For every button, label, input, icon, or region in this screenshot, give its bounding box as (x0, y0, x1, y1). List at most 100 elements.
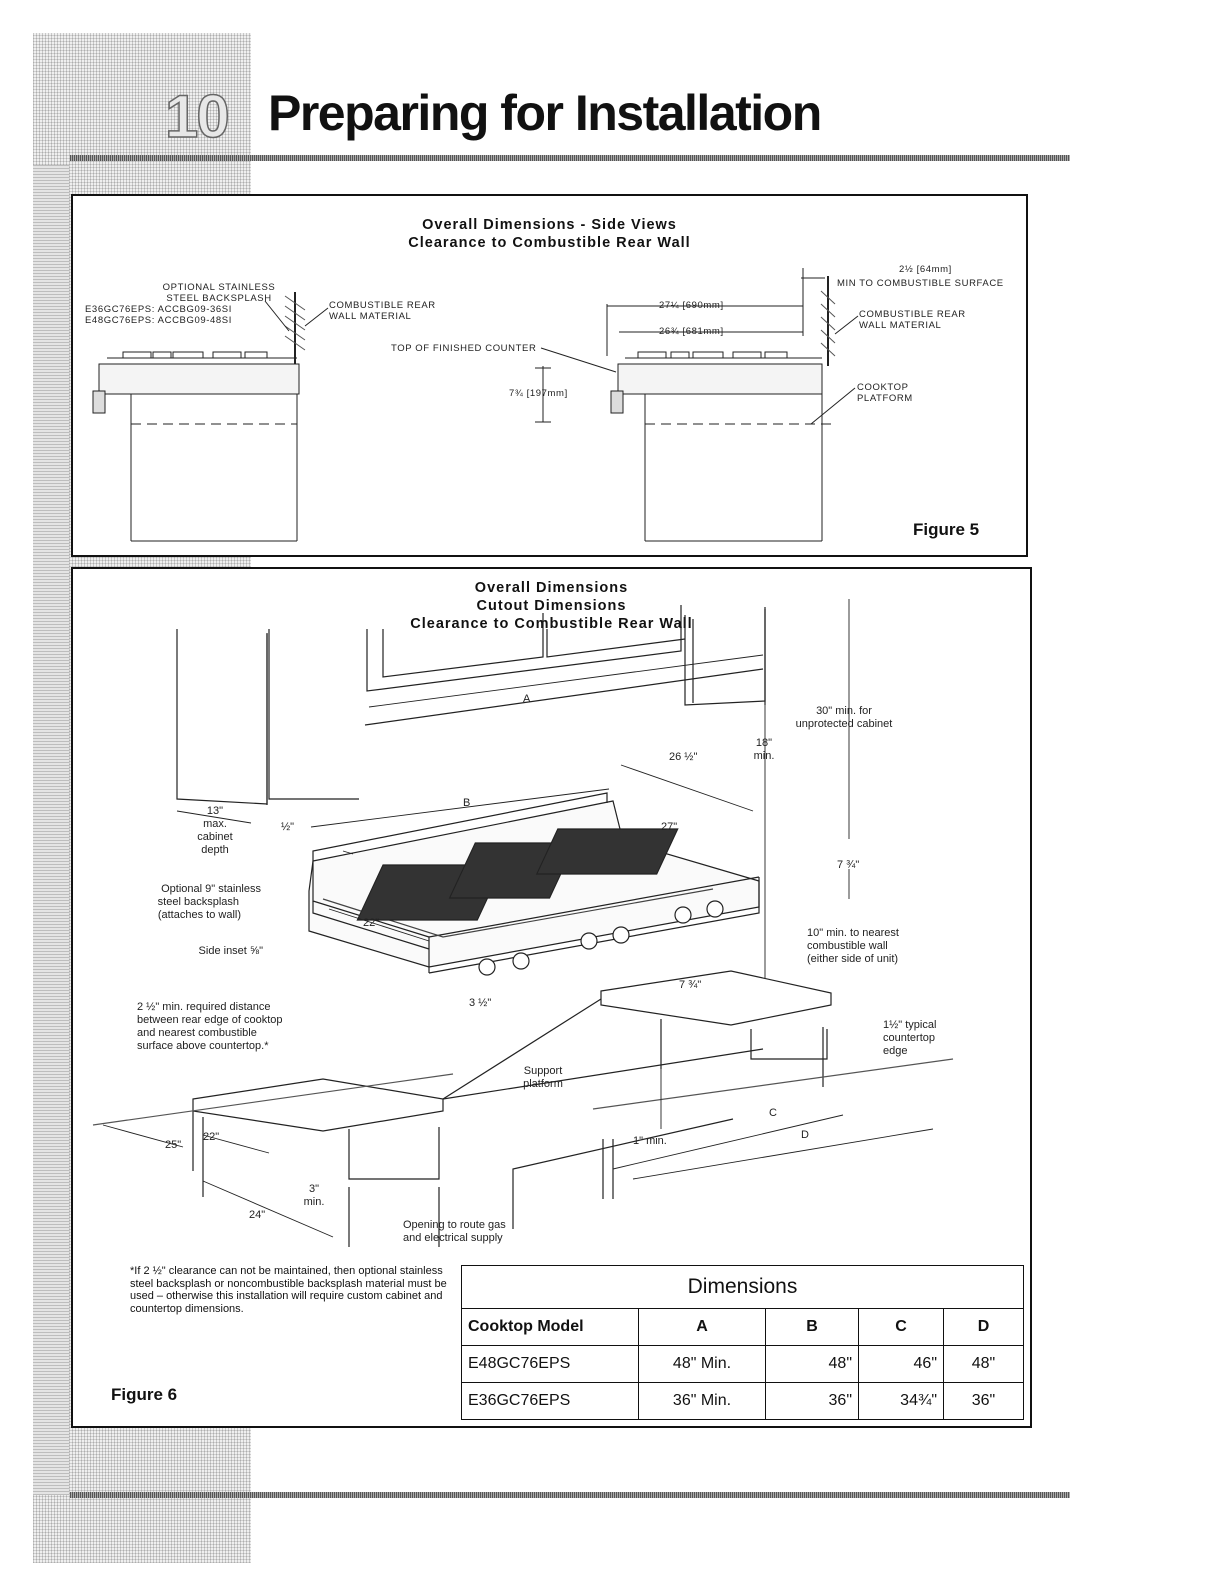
footnote: *If 2 ½" clearance can not be maintained… (130, 1265, 447, 1315)
dimension-25: 25" (165, 1139, 182, 1151)
thirteen-max-l2: max. (203, 818, 227, 830)
countertop-edge-l3: edge (883, 1045, 908, 1057)
backsplash-callout-l2: STEEL BACKSPLASH (166, 293, 272, 304)
side-inset-callout: Side inset ⅝" (198, 945, 263, 957)
figure-5-label: Figure 5 (913, 520, 980, 539)
support-platform-l1: Support (523, 1065, 563, 1077)
depth-platform-dimension: 26¾ [681mm] (659, 326, 724, 337)
header-rule (70, 155, 1070, 161)
countertop-edge-l2: countertop (883, 1032, 935, 1044)
section-number: 10 (164, 82, 230, 151)
backsplash-callout-l3: E36GC76EPS: ACCBG09-36SI (85, 304, 232, 315)
dimension-22-bottom: 22" (203, 1131, 220, 1143)
three-min-l1: 3" (308, 1183, 320, 1195)
cooktop-platform-l1: COOKTOP (857, 382, 909, 393)
thirteen-max-l4: depth (201, 844, 229, 856)
backsplash-callout-l4: E48GC76EPS: ACCBG09-48SI (85, 315, 232, 326)
three-min-l2: min. (303, 1196, 325, 1208)
col-header-d: D (943, 1308, 1024, 1346)
min-clearance-l1: 2½ [64mm] (899, 264, 952, 275)
rear-wall-left-l1: COMBUSTIBLE REAR (329, 300, 436, 311)
dimension-1-min: 1" min. (633, 1135, 667, 1147)
dimension-26-half: 26 ½" (669, 751, 698, 763)
side-view-left (92, 292, 329, 542)
optional-backsplash-l1: Optional 9" stainless (161, 883, 261, 895)
dimension-d: D (801, 1129, 809, 1141)
thirteen-max-l1: 13" (206, 805, 224, 817)
figure-6-title-line3: Clearance to Combustible Rear Wall (410, 616, 693, 632)
cell-b: 48" (765, 1345, 859, 1383)
dimension-3-half: 3 ½" (469, 997, 492, 1009)
cell-c: 46" (858, 1345, 944, 1383)
table-row: E36GC76EPS 36" Min. 36" 34¾" 36" (461, 1382, 1024, 1420)
countertop-edge-l1: 1½" typical (883, 1019, 937, 1031)
cooktop (308, 792, 760, 976)
table-header-row: Cooktop Model A B C D (461, 1308, 1024, 1346)
figure-5-title-line1: Overall Dimensions - Side Views (422, 217, 677, 233)
sidebar-strip (33, 165, 69, 1495)
dimension-b: B (463, 797, 471, 809)
figure-6-drawing (92, 599, 954, 1247)
figure-6-label: Figure 6 (111, 1385, 178, 1404)
cell-d: 48" (943, 1345, 1024, 1383)
thirty-min-l2: unprotected cabinet (795, 718, 893, 730)
ten-min-l3: (either side of unit) (807, 953, 899, 965)
figure-5-drawing (92, 268, 859, 542)
rear-wall-left-l2: WALL MATERIAL (329, 311, 412, 322)
dimension-a: A (523, 693, 531, 705)
clearance-note-l1: 2 ½" min. required distance (137, 1001, 271, 1013)
dimension-7-three-quarter-b: 7 ¾" (679, 979, 702, 991)
cell-model: E36GC76EPS (461, 1382, 639, 1420)
eighteen-min-l2: min. (753, 750, 775, 762)
clearance-note-l4: surface above countertop.* (137, 1040, 269, 1052)
page-title: Preparing for Installation (268, 85, 822, 141)
figure-5-title-line2: Clearance to Combustible Rear Wall (408, 235, 691, 251)
clearance-note-l2: between rear edge of cooktop (137, 1014, 283, 1026)
figure-5: Overall Dimensions - Side Views Clearanc… (71, 194, 1028, 557)
dimensions-table: Dimensions Cooktop Model A B C D E48GC76… (461, 1265, 1024, 1420)
opening-gas-l1: Opening to route gas (403, 1219, 506, 1231)
ten-min-l1: 10" min. to nearest (807, 927, 899, 939)
cell-a: 48" Min. (638, 1345, 766, 1383)
upper-cabinets (176, 605, 766, 805)
optional-backsplash-l3: (attaches to wall) (157, 909, 241, 921)
dimension-24: 24" (249, 1209, 266, 1221)
footer-rule (70, 1492, 1070, 1498)
support-platform-l2: platform (523, 1078, 563, 1090)
side-view-right (535, 268, 859, 542)
backsplash-callout-l1: OPTIONAL STAINLESS (162, 282, 276, 293)
cooktop-platform-l2: PLATFORM (857, 393, 913, 404)
cell-c: 34¾" (858, 1382, 944, 1420)
cell-d: 36" (943, 1382, 1024, 1420)
cell-b: 36" (765, 1382, 859, 1420)
optional-backsplash-l2: steel backsplash (157, 896, 239, 908)
dimension-c: C (769, 1107, 777, 1119)
rear-wall-right-l2: WALL MATERIAL (859, 320, 942, 331)
dimensions-table-caption: Dimensions (461, 1265, 1024, 1309)
depth-overall-dimension: 27¼ [690mm] (659, 300, 724, 311)
figure-6-title-line1: Overall Dimensions (474, 580, 629, 596)
col-header-c: C (858, 1308, 944, 1346)
col-header-model: Cooktop Model (461, 1308, 639, 1346)
height-dimension: 7¾ [197mm] (509, 388, 568, 399)
clearance-note-l3: and nearest combustible (137, 1027, 257, 1039)
dimension-half-inch: ½" (281, 821, 295, 833)
dimension-22-top: 22" (363, 917, 380, 929)
dimension-lines (102, 599, 934, 1238)
thirty-min-l1: 30" min. for (816, 705, 872, 717)
opening-gas-l2: and electrical supply (403, 1232, 503, 1244)
col-header-b: B (765, 1308, 859, 1346)
dimension-7-three-quarter: 7 ¾" (837, 859, 860, 871)
eighteen-min-l1: 18" (755, 737, 773, 749)
table-row: E48GC76EPS 48" Min. 48" 46" 48" (461, 1345, 1024, 1383)
cell-a: 36" Min. (638, 1382, 766, 1420)
thirteen-max-l3: cabinet (197, 831, 233, 843)
col-header-a: A (638, 1308, 766, 1346)
min-clearance-l2: MIN TO COMBUSTIBLE SURFACE (837, 278, 1004, 289)
rear-wall-right-l1: COMBUSTIBLE REAR (859, 309, 966, 320)
figure-6-title-line2: Cutout Dimensions (476, 598, 627, 614)
top-of-counter-callout: TOP OF FINISHED COUNTER (391, 343, 537, 354)
cell-model: E48GC76EPS (461, 1345, 639, 1383)
ten-min-l2: combustible wall (807, 940, 888, 952)
dimension-27: 27" (661, 821, 678, 833)
